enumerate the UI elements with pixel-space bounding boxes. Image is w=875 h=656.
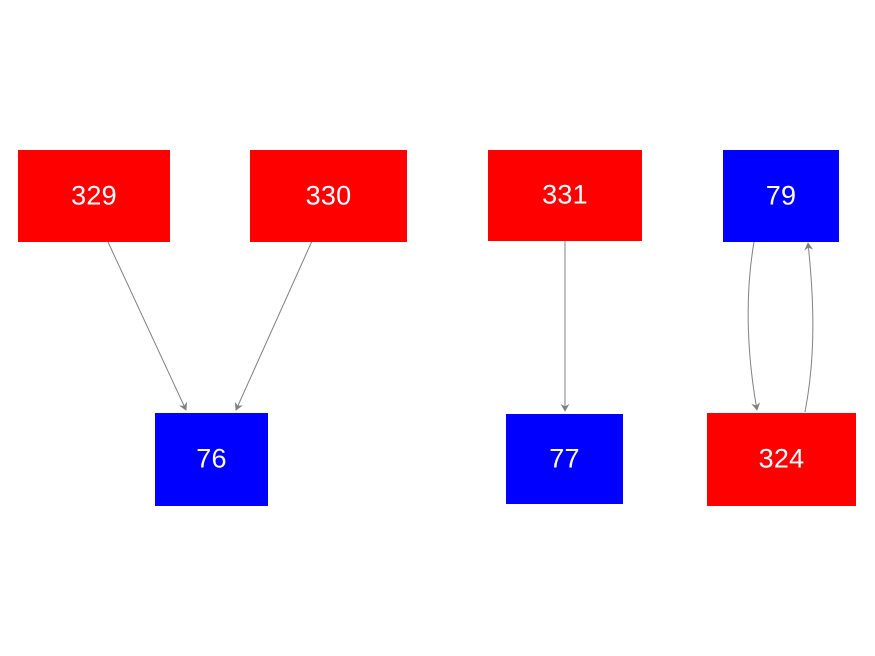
node-label-331: 331 [542,179,588,210]
node-label-324: 324 [758,443,805,474]
edge-324-to-79 [804,242,814,413]
node-329[interactable]: 329 [18,150,170,242]
node-77[interactable]: 77 [506,414,623,504]
node-label-329: 329 [71,180,117,210]
edge-79-to-324 [747,241,761,411]
node-76[interactable]: 76 [155,413,268,506]
node-label-76: 76 [196,443,227,474]
edge-329-to-76 [107,241,188,411]
node-331[interactable]: 331 [488,150,642,241]
edge-330-to-76 [234,240,313,411]
node-330[interactable]: 330 [250,150,407,242]
node-label-77: 77 [549,443,580,473]
node-79[interactable]: 79 [723,150,839,242]
node-324[interactable]: 324 [707,413,856,506]
node-label-330: 330 [305,180,352,210]
node-label-79: 79 [765,180,797,210]
